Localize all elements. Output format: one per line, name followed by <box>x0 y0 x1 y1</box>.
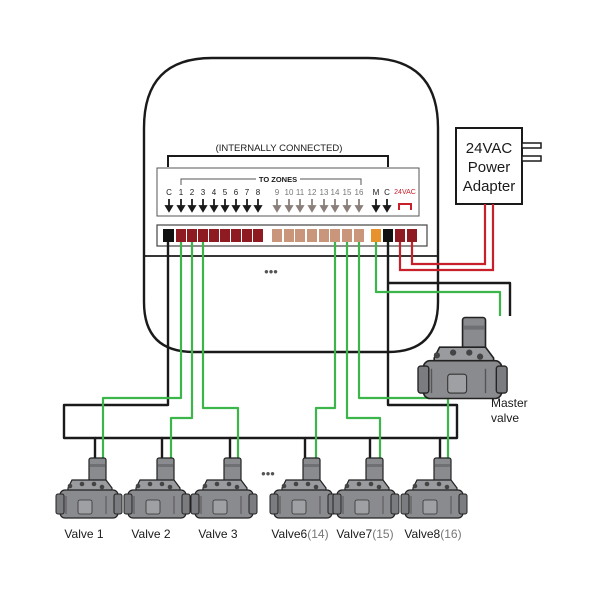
terminal-zone-1 <box>176 229 186 242</box>
master-terminal-label: M <box>373 188 380 197</box>
terminal-strip <box>156 224 428 247</box>
zone-8-label: 8 <box>256 188 261 197</box>
to-zones-bracket <box>180 178 362 185</box>
terminal-common-2 <box>383 229 393 242</box>
zone-1-label: 1 <box>179 188 184 197</box>
internal-connection-label: (INTERNALLY CONNECTED) <box>216 143 343 154</box>
zone-2-label: 2 <box>190 188 195 197</box>
valve-1-label: Valve 1 <box>64 527 103 541</box>
zone-11-label: 11 <box>296 188 305 197</box>
master-valve-label-line2: valve <box>491 411 519 425</box>
zone-16-label: 16 <box>355 188 364 197</box>
terminal-zone-13 <box>319 229 329 242</box>
common-terminal-label: C <box>166 188 172 197</box>
terminal-zone-15 <box>342 229 352 242</box>
zone-valve-7 <box>332 457 400 519</box>
power-terminal-label: 24VAC <box>394 189 416 196</box>
zone-13-label: 13 <box>320 188 329 197</box>
terminal-zone-8 <box>253 229 263 242</box>
zone-valve-2 <box>123 457 191 519</box>
to-zones-label: TO ZONES <box>259 175 297 184</box>
zone-valve-3 <box>190 457 258 519</box>
valve-8-label: Valve8(16) <box>404 527 461 541</box>
zone-3-label: 3 <box>201 188 206 197</box>
zone-valve-1 <box>55 457 123 519</box>
zone-7-label: 7 <box>245 188 250 197</box>
zone-15-label: 15 <box>343 188 352 197</box>
plug-prong-top <box>521 142 542 149</box>
adapter-label-line3: Adapter <box>463 178 516 195</box>
terminal-zone-16 <box>354 229 364 242</box>
terminal-zone-2 <box>187 229 197 242</box>
terminal-arrows <box>164 199 412 213</box>
valves-ellipsis: ••• <box>261 466 275 481</box>
terminal-zone-10 <box>284 229 294 242</box>
terminal-zone-9 <box>272 229 282 242</box>
valve-2-label: Valve 2 <box>131 527 170 541</box>
terminal-zone-3 <box>198 229 208 242</box>
terminal-zone-12 <box>307 229 317 242</box>
terminal-common <box>163 229 174 242</box>
terminal-number-labels: C 1 2 3 4 5 6 7 8 9 10 11 12 13 14 15 16… <box>166 188 416 197</box>
zone-12-label: 12 <box>308 188 317 197</box>
internal-connection-bracket <box>167 155 389 167</box>
zone-5-label: 5 <box>223 188 228 197</box>
common-wires <box>62 242 512 460</box>
zone-6-label: 6 <box>234 188 239 197</box>
adapter-label-line1: 24VAC <box>466 140 513 157</box>
common2-terminal-label: C <box>384 188 390 197</box>
zone-10-label: 10 <box>285 188 294 197</box>
terminal-zone-14 <box>330 229 340 242</box>
zone-valve-8 <box>400 457 468 519</box>
terminal-master <box>371 229 381 242</box>
valve-3-label: Valve 3 <box>198 527 237 541</box>
zone-9-label: 9 <box>275 188 280 197</box>
terminal-zone-11 <box>295 229 305 242</box>
terminal-24vac-2 <box>407 229 417 242</box>
terminal-zone-4 <box>209 229 219 242</box>
power-adapter <box>455 127 542 205</box>
adapter-label-line2: Power <box>468 159 511 176</box>
terminal-zone-7 <box>242 229 252 242</box>
zone-14-label: 14 <box>331 188 340 197</box>
plug-prong-bottom <box>521 155 542 162</box>
master-valve-label-line1: Master <box>491 396 528 410</box>
zone-wires <box>101 242 502 460</box>
valve-7-label: Valve7(15) <box>336 527 393 541</box>
terminal-zone-5 <box>220 229 230 242</box>
zone-4-label: 4 <box>212 188 217 197</box>
zone-valve-6 <box>269 457 337 519</box>
terminal-zone-6 <box>231 229 241 242</box>
terminal-24vac-1 <box>395 229 405 242</box>
controller-ellipsis: ••• <box>264 264 278 279</box>
power-wires <box>398 204 495 272</box>
valve-6-label: Valve6(14) <box>271 527 328 541</box>
